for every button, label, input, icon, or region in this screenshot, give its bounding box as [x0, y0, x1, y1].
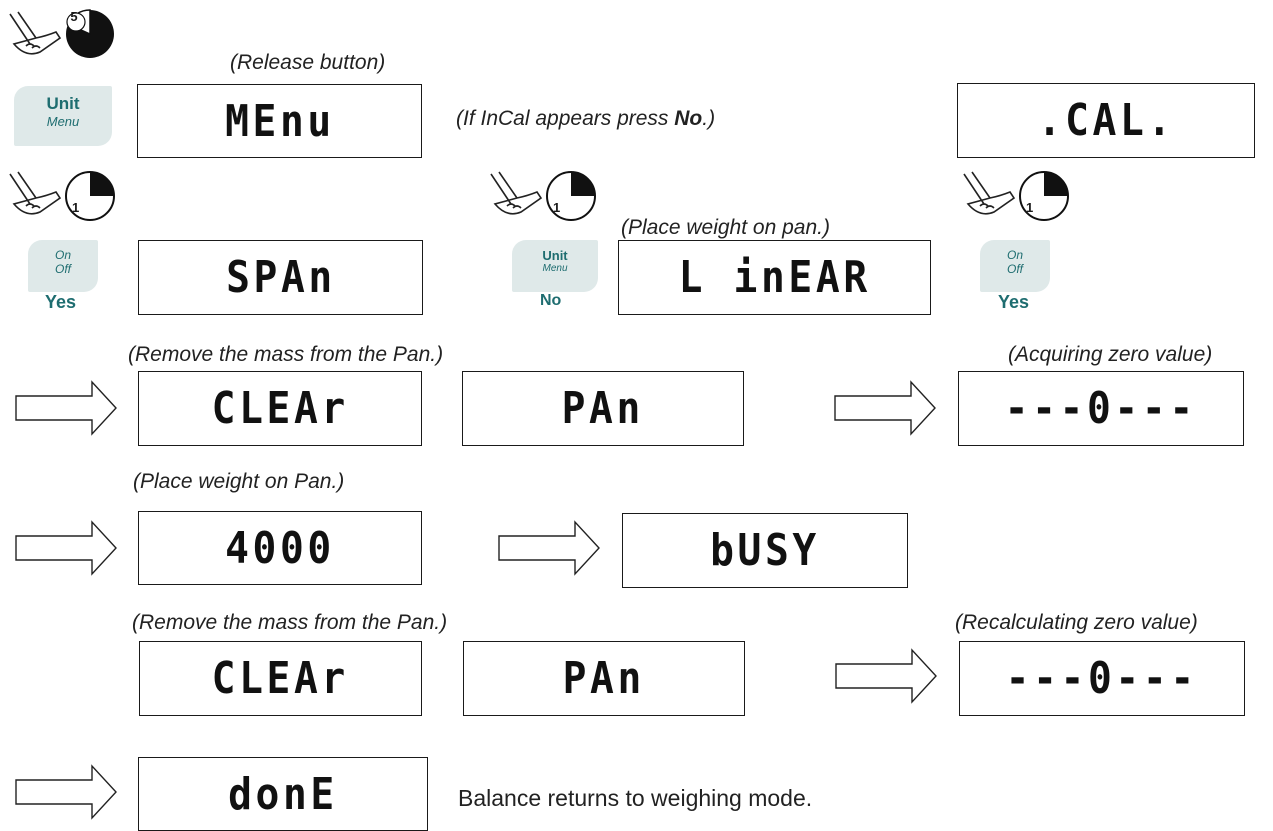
unit-menu-key[interactable]: Unit Menu [14, 86, 112, 146]
display-done: donE [138, 757, 428, 831]
unit-menu-key[interactable]: Unit Menu [512, 240, 598, 292]
pointing-hand-icon [963, 171, 1016, 215]
no-label: No [540, 292, 562, 309]
recalculating-zero-caption: (Recalculating zero value) [955, 611, 1198, 634]
timer-label: 5 [70, 9, 78, 24]
display-pan: PAn [462, 371, 744, 446]
timer-label: 1 [72, 200, 80, 215]
pointing-hand-icon [490, 171, 543, 215]
arrow-right-icon [498, 520, 600, 576]
display-clear: CLEAr [139, 641, 422, 716]
arrow-right-icon [15, 520, 117, 576]
display-zero: ---0--- [958, 371, 1244, 446]
display-cal: .CAL. [957, 83, 1255, 158]
timer-1s-icon [65, 171, 115, 221]
display-clear: CLEAr [138, 371, 422, 446]
pointing-hand-icon [9, 11, 62, 55]
weighing-mode-text: Balance returns to weighing mode. [458, 785, 813, 811]
incal-note: (If InCal appears press No.) [456, 107, 716, 130]
yes-label: Yes [45, 292, 77, 312]
timer-label: 1 [553, 200, 561, 215]
timer-label: 1 [1026, 200, 1034, 215]
timer-5s-icon [66, 9, 114, 58]
place-weight-caption: (Place weight on pan.) [621, 216, 830, 239]
timer-1s-icon [546, 171, 596, 221]
display-menu: MEnu [137, 84, 422, 158]
display-span: SPAn [138, 240, 423, 315]
display-busy: bUSY [622, 513, 908, 588]
remove-mass-caption: (Remove the mass from the Pan.) [128, 343, 444, 366]
display-zero: ---0--- [959, 641, 1245, 716]
remove-mass-caption: (Remove the mass from the Pan.) [132, 611, 448, 634]
display-pan: PAn [463, 641, 745, 716]
on-off-key[interactable]: On Off [28, 240, 98, 292]
display-4000: 4000 [138, 511, 422, 585]
arrow-right-icon [15, 764, 117, 820]
display-linear: L inEAR [618, 240, 931, 315]
acquiring-zero-caption: (Acquiring zero value) [1008, 343, 1213, 366]
release-caption: (Release button) [230, 51, 386, 74]
arrow-right-icon [15, 380, 117, 436]
on-off-key[interactable]: On Off [980, 240, 1050, 292]
timer-1s-icon [1019, 171, 1069, 221]
arrow-right-icon [834, 380, 936, 436]
pointing-hand-icon [9, 171, 62, 215]
place-weight-caption: (Place weight on Pan.) [133, 470, 345, 493]
arrow-right-icon [835, 648, 937, 704]
yes-label: Yes [998, 292, 1030, 312]
